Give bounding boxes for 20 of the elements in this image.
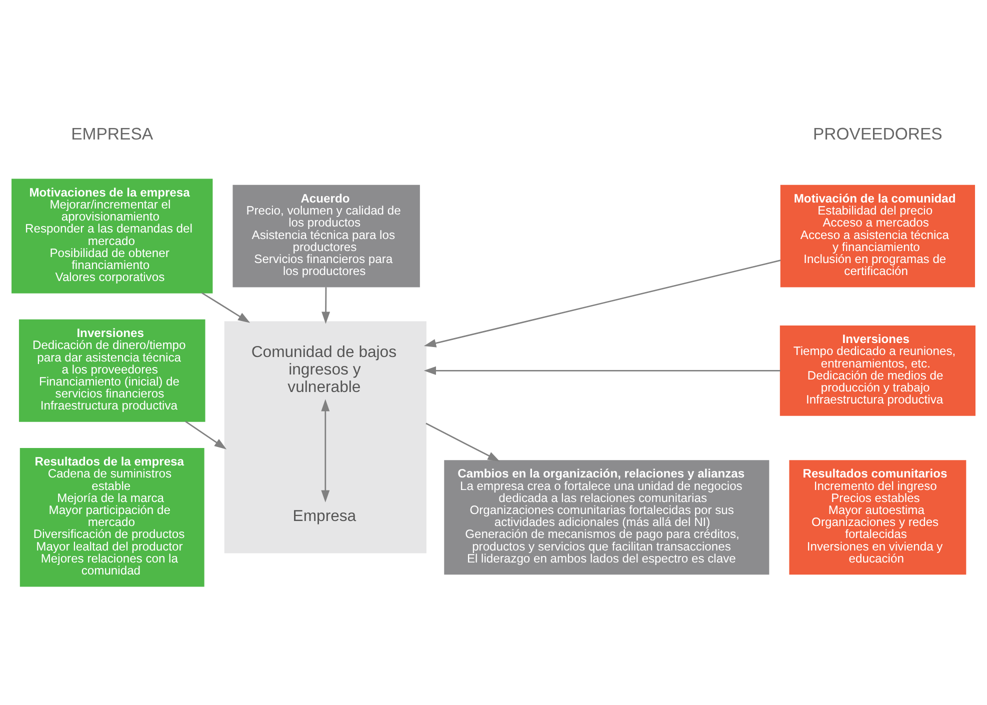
node-box: Motivación de la comunidad Estabilidad del precio Acceso a mercados Acceso a asistencia técnica y financiamiento Inclusión en programas de certificación xyxy=(780,184,976,288)
arrow xyxy=(424,260,781,348)
node-text: Empresa xyxy=(292,508,356,526)
arrow xyxy=(202,292,250,323)
node-text: Comunidad de bajos ingresos y vulnerable xyxy=(251,344,397,396)
label: PROVEEDORES xyxy=(812,124,942,144)
arrow xyxy=(424,366,780,375)
cluster xyxy=(224,321,426,554)
node-box: Resultados de la empresa Cadena de suministros estable Mejoría de la marca Mayor participación de mercado Diversificación de productos Mayor lealtad del productor Mejores relaciones con la comunidad xyxy=(20,448,204,587)
arrow xyxy=(321,399,330,502)
node-box: Motivaciones de la empresa Mejorar/incrementar el aprovisionamiento Responder a las demandas del mercado Posibilidad de obtener financiamiento Valores corporativos xyxy=(12,178,213,294)
node-box: Resultados comunitarios Incremento del ingreso Precios estables Mayor autoestima Organizaciones y redes fortalecidas Inversiones en vivienda y educación xyxy=(789,460,966,575)
node-box: Inversiones Dedicación de dinero/tiempo para dar asistencia técnica a los proveedores Financiamiento (inicial) de servicios financieros Infraestructura productiva xyxy=(18,319,206,422)
arrow xyxy=(426,422,500,462)
node-box: Inversiones Tiempo dedicado a reuniones, entrenamientos, etc. Dedicación de medios de producción y trabajo Infraestructura productiva xyxy=(780,326,976,416)
node-box: Acuerdo Precio, volumen y calidad de los productos Asistencia técnica para los productores Servicios financieros para los productores xyxy=(232,184,420,288)
arrow xyxy=(322,287,330,324)
label: EMPRESA xyxy=(71,124,154,144)
node-box: Cambios en la organización, relaciones y alianzas La empresa crea o fortalece una unidad de negocios dedicada a las relaciones comunitarias Organizaciones comunitarias fortalecidas por sus actividades adicionales (más allá del NI) Generación de mecanismos de pago para créditos, productos y servicios que facilitan transacciones El liderazgo en ambos lados del espectro es clave xyxy=(444,460,770,575)
arrow xyxy=(185,420,227,450)
